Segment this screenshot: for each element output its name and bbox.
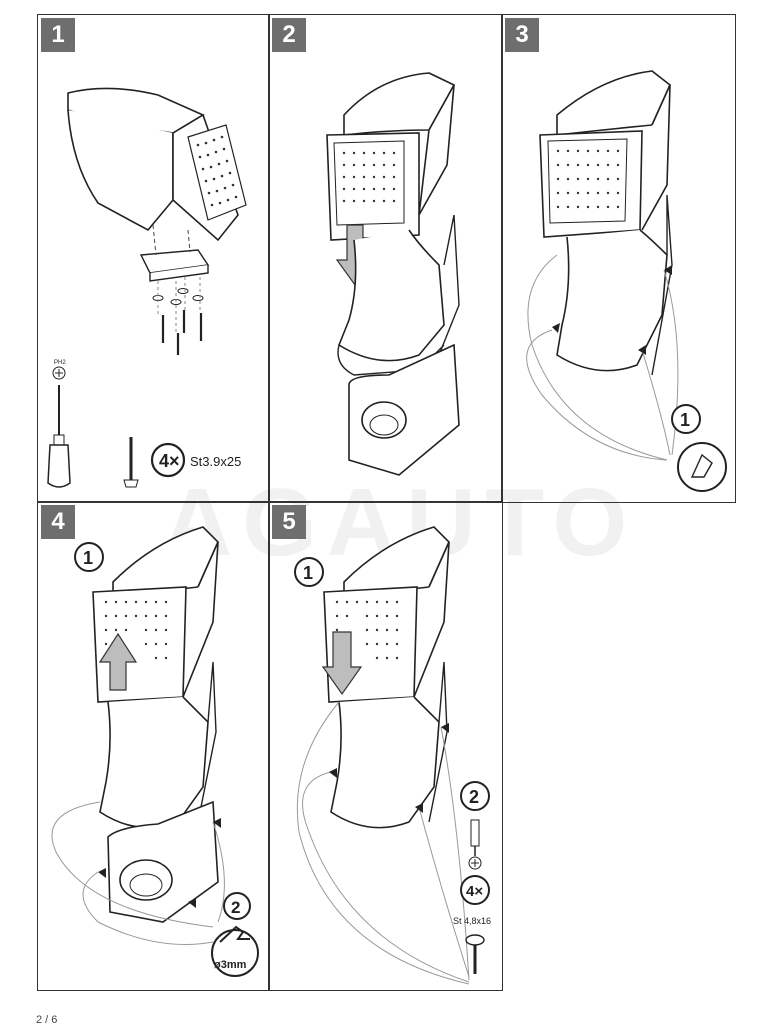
step-4-panel: 1 2 ø3mm 4 [37,501,270,991]
sub-step-marker [671,404,701,434]
screwdriver-icon [47,385,71,488]
screwdriver-bit-icon [470,819,480,856]
screw-quantity: 4× [466,883,483,900]
arrow-up-icon [98,632,138,691]
sub-step-number: 1 [303,563,313,583]
drill-size-label: ø3mm [214,959,247,971]
arrow-down-icon [321,631,363,696]
step-3-illustration: 1 [526,70,727,492]
quantity-badge [150,442,186,478]
step-5-illustration: 1 2 4× St 4,8x16 [294,526,491,985]
step-2-illustration [326,72,460,476]
sub-step-marker [223,892,251,920]
sub-step-number: 2 [231,898,240,917]
page-number: 2 / 6 [36,1014,58,1026]
screw-spec: St 4,8x16 [453,916,491,926]
screw-icon [123,437,139,488]
sub-step-marker [460,781,490,811]
screw-quantity: 4× [159,451,180,471]
sub-step-number: 2 [469,787,479,807]
step-1-panel: PH2 4× St3.9x25 1 [37,14,270,503]
drill-detail-icon [211,929,259,977]
screw-icon [465,934,485,974]
bit-size-label: PH2 [54,360,66,366]
sub-step-marker [294,557,324,587]
step-number: 3 [505,18,539,52]
step-number: 5 [272,505,306,539]
step-5-panel: 1 2 4× St 4,8x16 [268,501,503,991]
sub-step-number: 1 [83,548,93,568]
step-number: 1 [41,18,75,52]
screw-spec: St3.9x25 [190,454,241,469]
step-4-illustration: 1 2 ø3mm [51,526,259,977]
step-number: 4 [41,505,75,539]
quantity-badge [460,875,490,905]
sub-step-number: 1 [680,410,690,430]
step-1-illustration: PH2 4× St3.9x25 [47,87,247,488]
step-3-panel: 1 3 [501,14,736,503]
sub-step-marker [74,542,104,572]
step-2-panel: 2 [268,14,503,503]
step-number: 2 [272,18,306,52]
